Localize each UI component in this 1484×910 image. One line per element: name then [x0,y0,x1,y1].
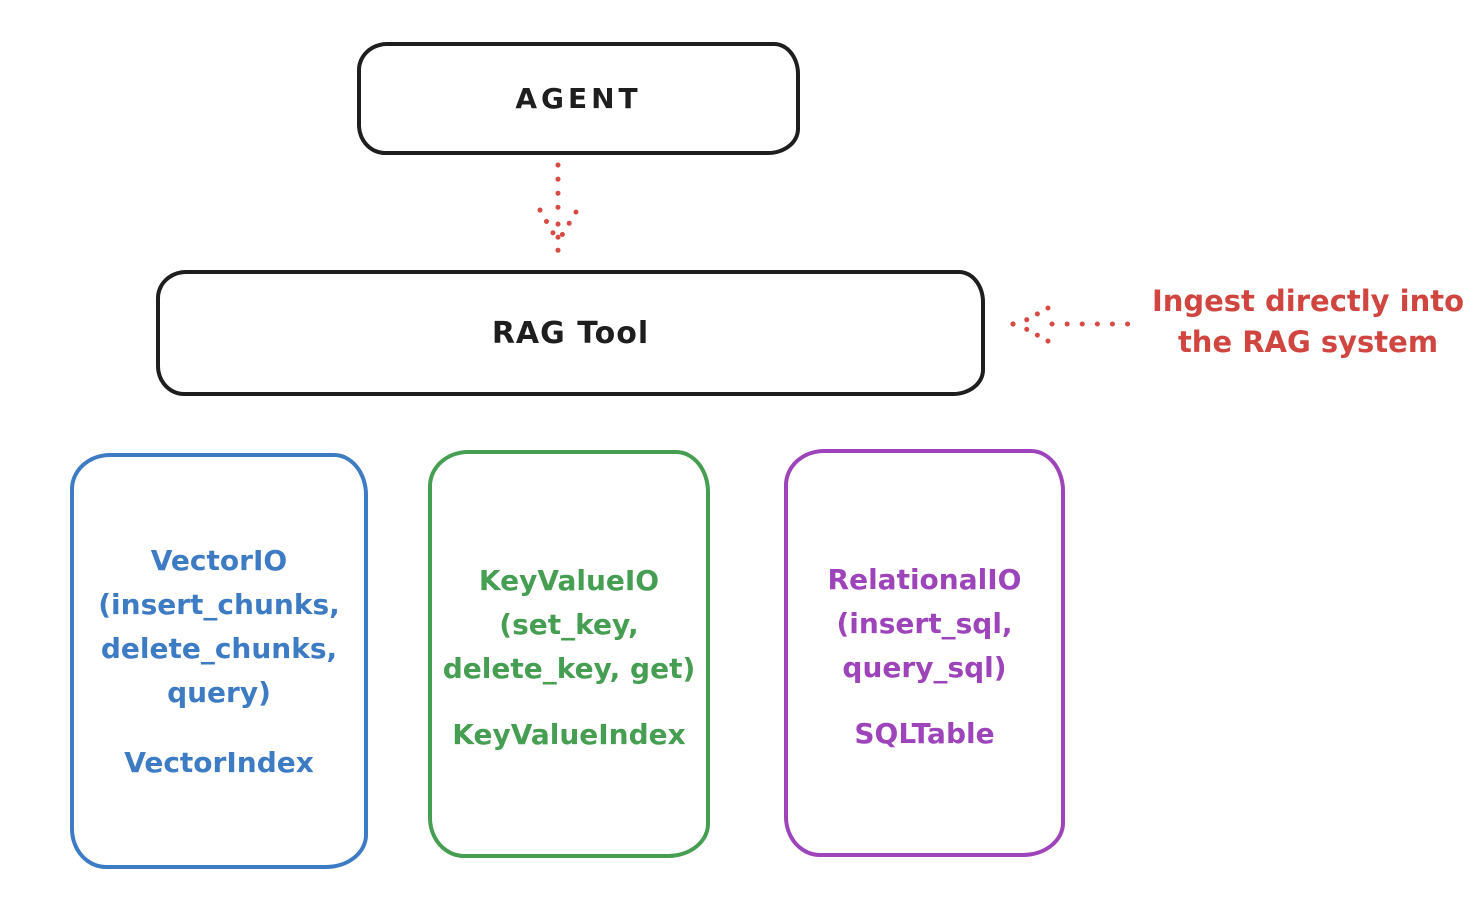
io-box-line: RelationalIO [827,563,1022,596]
io-box-line: (insert_sql, [836,607,1013,640]
keyvalue-index-label: KeyValueIndex [452,718,686,751]
arrow-agent-to-ragtool-icon [537,162,579,258]
rag-tool-node: RAG Tool [156,270,985,396]
io-box-line: KeyValueIO [478,564,660,597]
io-box-line: delete_key, get) [442,652,696,685]
arrow-ingest-into-ragtool-icon [1010,305,1141,344]
rag-tool-node-label: RAG Tool [491,315,650,351]
io-box-line: (set_key, [499,608,639,641]
keyvalue-io-box: KeyValueIO (set_key, delete_key, get) Ke… [428,450,710,858]
sql-table-label: SQLTable [854,717,995,750]
io-box-line: delete_chunks, [100,632,338,665]
relational-io-box: RelationalIO (insert_sql, query_sql) SQL… [784,449,1065,857]
ingest-annotation: Ingest directly into the RAG system [1138,281,1478,363]
ingest-annotation-line1: Ingest directly into [1151,284,1465,318]
io-box-line: query) [167,676,271,709]
agent-node: AGENT [357,42,800,155]
io-box-line: query_sql) [842,651,1007,684]
agent-node-label: AGENT [515,82,642,115]
io-box-line: (insert_chunks, [98,588,340,621]
ingest-annotation-line2: the RAG system [1177,325,1439,359]
vector-io-box: VectorIO (insert_chunks, delete_chunks, … [70,453,368,869]
io-box-line: VectorIO [150,544,288,577]
vector-index-label: VectorIndex [124,746,314,779]
